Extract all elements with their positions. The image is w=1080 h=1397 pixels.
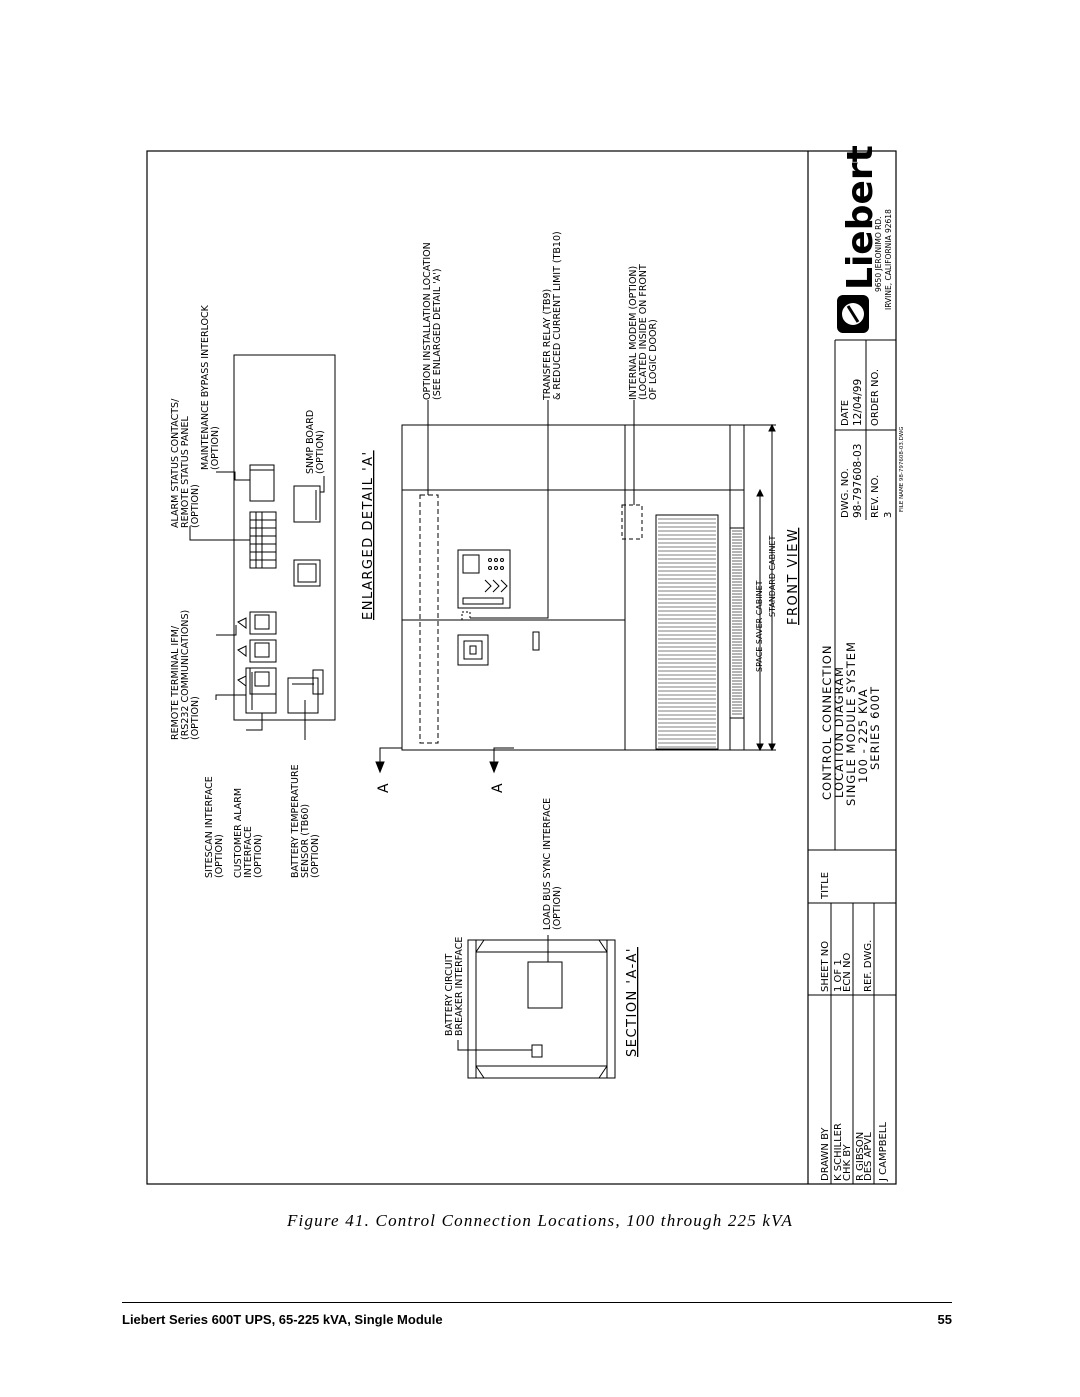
title-block-text: DRAWN BY K SCHILLER CHK BY R GIBSON DES … <box>820 145 905 1182</box>
svg-text:100 - 225 KVA: 100 - 225 KVA <box>856 688 870 783</box>
section-aa-view <box>457 935 616 1079</box>
svg-text:(OPTION): (OPTION) <box>315 430 326 474</box>
option-installation-label: OPTION INSTALLATION LOCATION (SEE ENLARG… <box>422 242 443 400</box>
svg-text:FILE NAME 98-797608-03.DWG: FILE NAME 98-797608-03.DWG <box>899 426 905 512</box>
enlarged-detail-title: ENLARGED DETAIL 'A' <box>361 450 376 620</box>
svg-text:TITLE: TITLE <box>820 872 831 900</box>
battery-breaker-label: BATTERY CIRCUIT BREAKER INTERFACE <box>444 937 465 1036</box>
svg-text:(OPTION): (OPTION) <box>253 834 264 878</box>
svg-text:1 OF 1: 1 OF 1 <box>833 959 844 992</box>
remote-terminal-label: REMOTE TERMINAL IFM/ (RS232 COMMUNICATIO… <box>170 610 201 740</box>
liebert-logo: Liebert <box>837 145 881 333</box>
svg-text:REF. DWG.: REF. DWG. <box>863 940 874 992</box>
svg-text:LOAD BUS SYNC INTERFACE: LOAD BUS SYNC INTERFACE <box>542 798 553 930</box>
detail-leaders <box>189 471 325 740</box>
svg-text:(OPTION): (OPTION) <box>552 886 563 930</box>
svg-text:(RS232 COMMUNICATIONS): (RS232 COMMUNICATIONS) <box>180 610 191 740</box>
svg-text:CHK BY: CHK BY <box>842 1143 853 1181</box>
svg-text:REMOTE STATUS PANEL: REMOTE STATUS PANEL <box>180 416 191 528</box>
svg-text:ECN NO: ECN NO <box>842 953 853 992</box>
section-marker-a-2: A <box>490 783 506 793</box>
svg-text:CUSTOMER ALARM: CUSTOMER ALARM <box>233 788 244 878</box>
space-saver-label: SPACE SAVER CABINET <box>755 580 764 672</box>
svg-text:(OPTION): (OPTION) <box>214 834 225 878</box>
svg-text:INTERNAL MODEM (OPTION): INTERNAL MODEM (OPTION) <box>628 266 639 400</box>
svg-text:(SEE ENLARGED DETAIL 'A'): (SEE ENLARGED DETAIL 'A') <box>432 268 443 400</box>
svg-text:J CAMPBELL: J CAMPBELL <box>878 1122 889 1182</box>
footer-rule <box>122 1302 952 1303</box>
svg-text:ALARM STATUS CONTACTS/: ALARM STATUS CONTACTS/ <box>170 398 181 528</box>
svg-text:(OPTION): (OPTION) <box>210 426 221 470</box>
dimension-lines <box>744 423 776 752</box>
svg-text:LOCATION DIAGRAM: LOCATION DIAGRAM <box>832 666 846 798</box>
enlarged-detail-panel <box>233 354 336 721</box>
svg-text:TRANSFER RELAY (TB9): TRANSFER RELAY (TB9) <box>542 289 553 401</box>
svg-text:ORDER NO.: ORDER NO. <box>870 369 881 426</box>
svg-text:DWG. NO.: DWG. NO. <box>840 468 851 518</box>
svg-text:& REDUCED CURRENT LIMIT (TB10): & REDUCED CURRENT LIMIT (TB10) <box>552 231 563 400</box>
svg-text:BATTERY TEMPERATURE: BATTERY TEMPERATURE <box>290 764 301 878</box>
sitescan-label: SITESCAN INTERFACE (OPTION) <box>204 776 225 878</box>
svg-text:BATTERY CIRCUIT: BATTERY CIRCUIT <box>444 954 455 1036</box>
page-number: 55 <box>937 1312 952 1327</box>
svg-text:DRAWN BY: DRAWN BY <box>820 1127 831 1181</box>
svg-text:(OPTION): (OPTION) <box>310 834 321 878</box>
snmp-board-label: SNMP BOARD (OPTION) <box>305 410 326 474</box>
svg-text:SENSOR (TB60): SENSOR (TB60) <box>300 804 311 878</box>
svg-text:SINGLE MODULE SYSTEM: SINGLE MODULE SYSTEM <box>844 641 858 806</box>
svg-text:CONTROL CONNECTION: CONTROL CONNECTION <box>820 645 834 800</box>
load-bus-sync-label: LOAD BUS SYNC INTERFACE (OPTION) <box>542 798 563 930</box>
svg-text:Liebert: Liebert <box>840 145 881 290</box>
control-connection-drawing: SITESCAN INTERFACE (OPTION) CUSTOMER ALA… <box>146 145 905 1185</box>
svg-text:SNMP BOARD: SNMP BOARD <box>305 410 316 474</box>
svg-text:MAINTENANCE BYPASS INTERLOCK: MAINTENANCE BYPASS INTERLOCK <box>200 304 211 470</box>
svg-text:9650 JERONIMO RD.: 9650 JERONIMO RD. <box>874 217 883 293</box>
svg-text:SITESCAN INTERFACE: SITESCAN INTERFACE <box>204 776 215 878</box>
front-view-title: FRONT VIEW <box>786 528 801 625</box>
svg-text:OPTION INSTALLATION LOCATION: OPTION INSTALLATION LOCATION <box>422 242 433 400</box>
section-marker-a-1: A <box>376 783 392 793</box>
svg-text:3: 3 <box>883 512 894 518</box>
vent-slats <box>658 518 742 748</box>
svg-text:SERIES 600T: SERIES 600T <box>868 686 882 770</box>
svg-text:(OPTION): (OPTION) <box>190 696 201 740</box>
front-view-leaders <box>427 400 635 619</box>
svg-text:K SCHILLER: K SCHILLER <box>833 1123 844 1181</box>
svg-text:IRVINE, CALIFORNIA 92618: IRVINE, CALIFORNIA 92618 <box>884 209 893 310</box>
title-block <box>808 339 896 1184</box>
svg-text:BREAKER INTERFACE: BREAKER INTERFACE <box>454 937 465 1036</box>
svg-text:(LOCATED INSIDE ON FRONT: (LOCATED INSIDE ON FRONT <box>638 264 649 400</box>
svg-text:REMOTE TERMINAL IFM/: REMOTE TERMINAL IFM/ <box>170 625 181 740</box>
svg-text:98-797608-03: 98-797608-03 <box>852 444 864 518</box>
svg-text:OF LOGIC DOOR): OF LOGIC DOOR) <box>648 319 659 400</box>
customer-alarm-label: CUSTOMER ALARM INTERFACE (OPTION) <box>233 788 264 878</box>
alarm-status-label: ALARM STATUS CONTACTS/ REMOTE STATUS PAN… <box>170 398 201 528</box>
svg-text:REV. NO.: REV. NO. <box>870 475 881 518</box>
figure-caption: Figure 41. Control Connection Locations,… <box>286 1211 794 1230</box>
svg-text:R GIBSON: R GIBSON <box>855 1132 866 1181</box>
svg-text:(OPTION): (OPTION) <box>190 484 201 528</box>
transfer-relay-label: TRANSFER RELAY (TB9) & REDUCED CURRENT L… <box>542 231 563 401</box>
svg-text:DES APVL: DES APVL <box>863 1132 874 1181</box>
section-markers <box>375 747 514 774</box>
svg-text:12/04/99: 12/04/99 <box>852 379 864 426</box>
svg-text:INTERFACE: INTERFACE <box>243 826 254 878</box>
battery-temperature-label: BATTERY TEMPERATURE SENSOR (TB60) (OPTIO… <box>290 764 321 878</box>
section-aa-title: SECTION 'A-A' <box>625 947 640 1057</box>
standard-cabinet-label: STANDARD CABINET <box>768 536 777 618</box>
maintenance-bypass-label: MAINTENANCE BYPASS INTERLOCK (OPTION) <box>200 304 221 470</box>
footer-title: Liebert Series 600T UPS, 65-225 kVA, Sin… <box>122 1312 443 1327</box>
internal-modem-label: INTERNAL MODEM (OPTION) (LOCATED INSIDE … <box>628 264 659 400</box>
svg-text:DATE: DATE <box>840 400 851 426</box>
svg-text:SHEET NO: SHEET NO <box>820 941 831 992</box>
front-view-cabinet <box>401 424 745 751</box>
drawing-border <box>146 150 897 1185</box>
